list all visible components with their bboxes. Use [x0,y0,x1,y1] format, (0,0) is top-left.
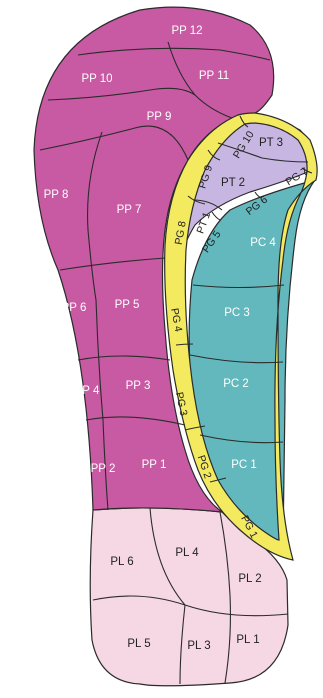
label-pp12: PP 12 [171,25,202,37]
label-pl5: PL 5 [127,638,150,650]
label-pp9: PP 9 [147,111,172,123]
label-pp8: PP 8 [44,189,69,201]
label-pl1: PL 1 [236,634,259,646]
label-pt2: PT 2 [221,177,245,189]
label-pp11: PP 11 [199,70,229,82]
label-pt3: PT 3 [259,137,283,149]
label-pc3: PC 3 [224,307,250,319]
label-pc1: PC 1 [231,459,257,471]
label-pp10: PP 10 [81,73,112,85]
label-pp1: PP 1 [142,459,167,471]
label-pc4: PC 4 [250,237,276,249]
label-pp5: PP 5 [115,299,140,311]
label-pp4: PP 4 [75,385,100,397]
region-divider [212,212,220,220]
label-pl4: PL 4 [175,547,199,559]
label-pc2: PC 2 [223,378,249,390]
label-pp7: PP 7 [117,204,142,216]
label-pp6: PP 6 [62,302,87,314]
label-pp3: PP 3 [126,380,151,392]
label-pl2: PL 2 [238,573,261,585]
label-pp2: PP 2 [91,463,116,475]
label-pl3: PL 3 [187,640,210,652]
label-pl6: PL 6 [110,556,133,568]
